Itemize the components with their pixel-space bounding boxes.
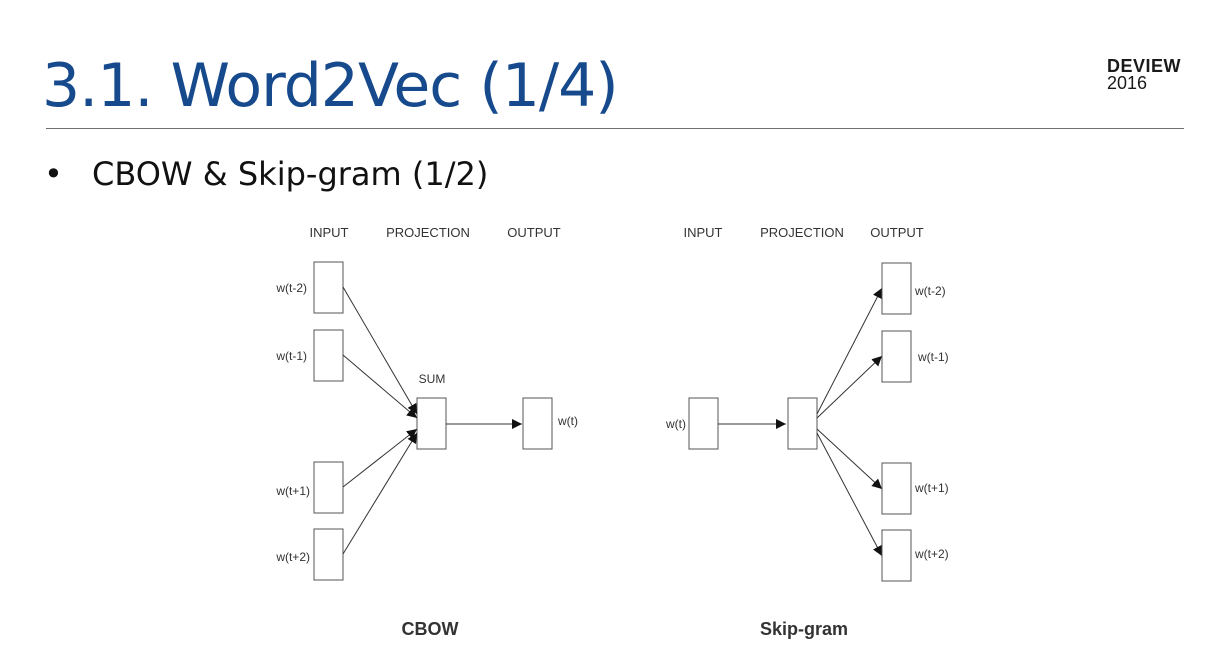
cbow-caption: CBOW bbox=[402, 619, 459, 639]
cbow-header-output: OUTPUT bbox=[507, 225, 561, 240]
cbow-output-box bbox=[522, 397, 553, 450]
skipgram-header-output: OUTPUT bbox=[870, 225, 924, 240]
bullet-item: • CBOW & Skip-gram (1/2) bbox=[44, 155, 488, 193]
skipgram-arrow-3 bbox=[816, 428, 883, 490]
skipgram-diagram: INPUT PROJECTION OUTPUT w(t) w(t-2) w(t-… bbox=[665, 225, 949, 639]
skipgram-output-box-1 bbox=[881, 262, 912, 315]
cbow-input-box-2 bbox=[313, 329, 344, 382]
skipgram-output-box-2 bbox=[881, 330, 912, 383]
skipgram-arrow-4 bbox=[816, 432, 883, 557]
slide-title: 3.1. Word2Vec (1/4) bbox=[42, 51, 619, 121]
skipgram-header-input: INPUT bbox=[684, 225, 723, 240]
logo-line-1: DEVIEW bbox=[1107, 56, 1182, 76]
cbow-arrow-3 bbox=[342, 428, 418, 488]
cbow-input-label-3: w(t+1) bbox=[275, 484, 310, 498]
cbow-projection-box bbox=[416, 397, 447, 450]
skipgram-projection-box bbox=[787, 397, 818, 450]
cbow-header-projection: PROJECTION bbox=[386, 225, 470, 240]
skipgram-arrow-2 bbox=[816, 355, 883, 419]
cbow-arrow-2 bbox=[342, 354, 418, 419]
cbow-input-box-4 bbox=[313, 528, 344, 581]
cbow-arrow-1 bbox=[342, 286, 418, 415]
cbow-input-box-3 bbox=[313, 461, 344, 514]
skipgram-header-projection: PROJECTION bbox=[760, 225, 844, 240]
logo-line-2: 2016 bbox=[1107, 73, 1148, 93]
skipgram-output-box-3 bbox=[881, 462, 912, 515]
cbow-input-label-4: w(t+2) bbox=[275, 550, 310, 564]
skipgram-output-box-4 bbox=[881, 529, 912, 582]
skipgram-output-label-3: w(t+1) bbox=[914, 481, 949, 495]
skipgram-input-label: w(t) bbox=[665, 417, 686, 431]
cbow-input-box-1 bbox=[313, 261, 344, 314]
cbow-header-input: INPUT bbox=[310, 225, 349, 240]
bullet-text: CBOW & Skip-gram (1/2) bbox=[92, 155, 489, 193]
title-divider bbox=[46, 128, 1184, 129]
skipgram-arrow-1 bbox=[816, 287, 883, 415]
skipgram-output-label-1: w(t-2) bbox=[914, 284, 946, 298]
skipgram-output-label-4: w(t+2) bbox=[914, 547, 949, 561]
cbow-input-label-2: w(t-1) bbox=[275, 349, 307, 363]
deview-logo: DEVIEW 2016 bbox=[1107, 56, 1182, 93]
skipgram-input-box bbox=[688, 397, 719, 450]
cbow-input-label-1: w(t-2) bbox=[275, 281, 307, 295]
cbow-arrow-4 bbox=[342, 432, 418, 555]
skipgram-caption: Skip-gram bbox=[760, 619, 848, 639]
cbow-sum-label: SUM bbox=[419, 372, 446, 386]
cbow-diagram: INPUT PROJECTION OUTPUT w(t-2) w(t-1) w(… bbox=[275, 225, 578, 639]
bullet-marker: • bbox=[44, 155, 63, 193]
cbow-output-label: w(t) bbox=[557, 414, 578, 428]
skipgram-output-label-2: w(t-1) bbox=[917, 350, 949, 364]
